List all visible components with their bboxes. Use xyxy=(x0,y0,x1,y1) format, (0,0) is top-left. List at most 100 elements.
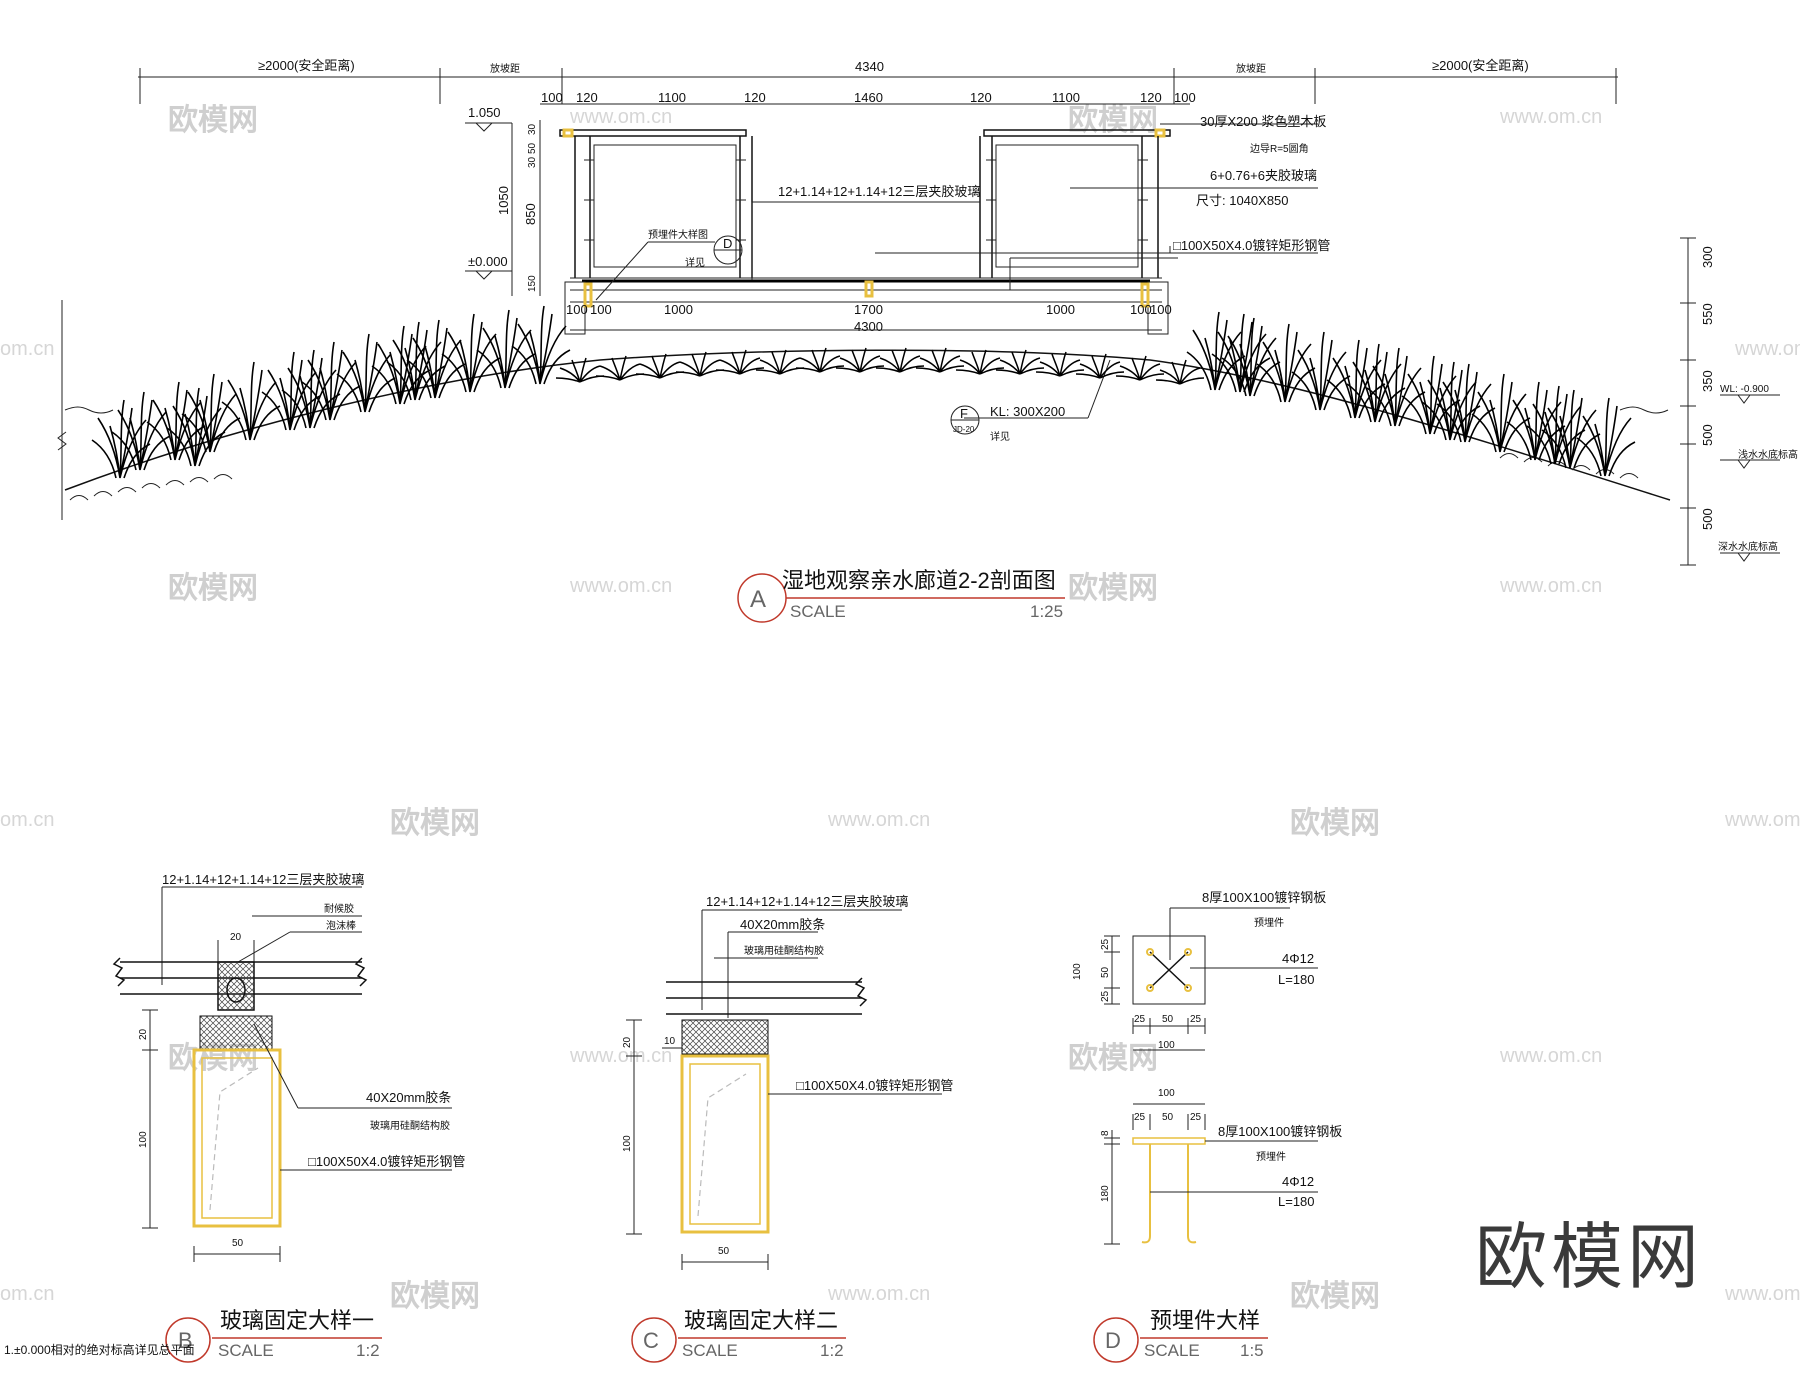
watermark-brand: 欧模网 xyxy=(168,572,258,605)
detail-d-dim-v50: 50 xyxy=(1100,966,1111,978)
detail-d-elev-note-plate: 8厚100X100镀锌钢板 xyxy=(1218,1124,1342,1139)
detail-d-title: 预埋件大样 xyxy=(1150,1308,1260,1333)
dim-bottom-4: 1700 xyxy=(854,302,883,317)
vdim-850: 850 xyxy=(523,203,538,225)
note-beam: KL: 300X200 xyxy=(990,404,1065,419)
detail-b-title: 玻璃固定大样一 xyxy=(220,1308,374,1333)
watermark-brand: 欧模网 xyxy=(390,807,480,840)
detail-b-note-glass: 12+1.14+12+1.14+12三层夹胶玻璃 xyxy=(162,872,364,887)
vdim-30: 30 xyxy=(527,123,538,135)
dim-sub-4: 120 xyxy=(744,90,766,105)
detail-b-note-tube: □100X50X4.0镀锌矩形钢管 xyxy=(308,1154,465,1169)
detail-b-dim-v100: 100 xyxy=(138,1131,149,1148)
watermark-url: www.om.cn xyxy=(1499,106,1602,128)
dim-left-outer: ≥2000(安全距离) xyxy=(258,58,355,73)
vdim-50: 50 xyxy=(527,142,538,154)
title-marker-c xyxy=(631,1317,677,1363)
detail-b-dim-20: 20 xyxy=(230,932,242,943)
detail-d-scale-value: 1:5 xyxy=(1240,1341,1264,1360)
watermark-url: om.cn xyxy=(0,338,54,360)
dim-bottom-1: 100 xyxy=(566,302,588,317)
detail-d-dim-v25b: 25 xyxy=(1100,990,1111,1002)
watermark-layer: 欧模网 www.om.cn 欧模网 www.om.cn om.cn www.om… xyxy=(0,104,1800,1313)
detail-f-marker: F xyxy=(960,406,968,421)
detail-c-note-tube: □100X50X4.0镀锌矩形钢管 xyxy=(796,1078,953,1093)
dim-sub-9: 100 xyxy=(1174,90,1196,105)
detail-d: 8厚100X100镀锌钢板 预埋件 4Φ12 L=180 100 25 50 2… xyxy=(1072,890,1342,1363)
note-fillet: 边导R=5圆角 xyxy=(1250,143,1309,155)
rdim-350: 350 xyxy=(1700,370,1715,392)
watermark-url: www.om.cn xyxy=(569,575,672,597)
detail-d-note-embed: 预埋件 xyxy=(1254,917,1284,929)
dim-bottom-total: 4300 xyxy=(854,319,883,334)
detail-d-elev-note-rebar: 4Φ12 xyxy=(1282,1174,1314,1189)
title-marker-d xyxy=(1093,1317,1139,1363)
detail-d-scale-label: SCALE xyxy=(1144,1341,1200,1360)
detail-b-note-silicone: 玻璃用硅酮结构胶 xyxy=(370,1119,450,1132)
dim-bottom-5: 1000 xyxy=(1046,302,1075,317)
detail-c: 12+1.14+12+1.14+12三层夹胶玻璃 40X20mm胶条 玻璃用硅酮… xyxy=(622,894,953,1363)
note-glass-size: 尺寸: 1040X850 xyxy=(1196,193,1289,208)
detail-f-ref: JD-20 xyxy=(953,425,975,434)
detail-c-scale-label: SCALE xyxy=(682,1341,738,1360)
detail-d-dim-v25a: 25 xyxy=(1100,938,1111,950)
water-line-right xyxy=(1619,406,1669,414)
watermark-url: www.om.cn xyxy=(827,809,930,831)
detail-d-marker: D xyxy=(723,236,732,251)
dim-right-outer: ≥2000(安全距离) xyxy=(1432,58,1529,73)
watermark-url: www.om.cn xyxy=(827,1283,930,1305)
note-board: 30厚X200 浆色塑木板 xyxy=(1200,114,1326,129)
section-a-left-levels: 1.050 ±0.000 30 50 30 1050 850 150 xyxy=(465,105,541,296)
dim-sub-7: 1100 xyxy=(1052,90,1080,105)
dim-sub-5: 1460 xyxy=(854,90,883,105)
detail-d-note-length: L=180 xyxy=(1278,972,1315,987)
detail-b-scale-value: 1:2 xyxy=(356,1341,380,1360)
detail-d-elev-note-embed: 预埋件 xyxy=(1256,1151,1286,1163)
watermark-url: www.om.cn xyxy=(569,106,672,128)
detail-b-dim-50: 50 xyxy=(232,1238,244,1249)
watermark-brand: 欧模网 xyxy=(1068,572,1158,605)
level-top: 1.050 xyxy=(468,105,501,120)
detail-d-elev-dim-50: 50 xyxy=(1162,1112,1174,1123)
detail-b: 12+1.14+12+1.14+12三层夹胶玻璃 耐候胶 泡沫棒 20 40X2… xyxy=(112,872,465,1363)
water-line-left xyxy=(64,406,114,414)
label-wl: WL: -0.900 xyxy=(1720,384,1769,395)
detail-c-title: 玻璃固定大样二 xyxy=(684,1308,838,1333)
detail-d-elev-dim-8: 8 xyxy=(1100,1130,1111,1136)
title-marker-c-letter: C xyxy=(643,1328,659,1353)
detail-c-dim-v100: 100 xyxy=(622,1135,633,1152)
walkway-structure: 100 100 1000 1700 1000 100 100 4300 xyxy=(559,128,1178,335)
dim-sub-6: 120 xyxy=(970,90,992,105)
watermark-brand: 欧模网 xyxy=(1068,104,1158,137)
watermark-url: www.om.cn xyxy=(1499,575,1602,597)
vdim-150: 150 xyxy=(527,275,538,292)
rdim-550: 550 xyxy=(1700,303,1715,325)
detail-d-elev-note-length: L=180 xyxy=(1278,1194,1315,1209)
rdim-500b: 500 xyxy=(1700,508,1715,530)
watermark-url: www.om.cn xyxy=(1499,1045,1602,1067)
detail-b-note-foam: 泡沫棒 xyxy=(326,919,356,932)
detail-b-note-sealant: 耐候胶 xyxy=(324,902,354,915)
title-marker-d-letter: D xyxy=(1105,1328,1121,1353)
note-detail-d: 预埋件大样图 xyxy=(648,228,708,241)
glass-panel-right xyxy=(995,144,1139,268)
detail-c-note-silicone: 玻璃用硅酮结构胶 xyxy=(744,944,824,957)
detail-d-note-rebar: 4Φ12 xyxy=(1282,951,1314,966)
title-marker-a-letter: A xyxy=(750,586,766,613)
section-a-scale-label: SCALE xyxy=(790,602,846,621)
watermark-url: www.om.cn xyxy=(569,1045,672,1067)
detail-b-scale-label: SCALE xyxy=(218,1341,274,1360)
rdim-500a: 500 xyxy=(1700,424,1715,446)
section-a-top-dimensions: ≥2000(安全距离) 放坡距 4340 放坡距 ≥2000(安全距离) 100… xyxy=(138,58,1618,105)
title-marker-b-letter: B xyxy=(178,1328,193,1353)
detail-d-elev-dim-25a: 25 xyxy=(1134,1112,1146,1123)
dim-bottom-3: 1000 xyxy=(664,302,693,317)
dim-bottom-7: 100 xyxy=(1150,302,1172,317)
note-steel-tube: □100X50X4.0镀锌矩形钢管 xyxy=(1173,238,1330,253)
detail-d-dim-v100: 100 xyxy=(1072,963,1083,980)
watermark-url: om.cn xyxy=(0,1283,54,1305)
section-a-right-dims: 300 550 350 500 500 WL: -0.900 浅水水底标高 深水… xyxy=(1680,237,1798,566)
detail-d-note-plate: 8厚100X100镀锌钢板 xyxy=(1202,890,1326,905)
watermark-brand: 欧模网 xyxy=(168,104,258,137)
detail-d-dim-h50: 50 xyxy=(1162,1014,1174,1025)
